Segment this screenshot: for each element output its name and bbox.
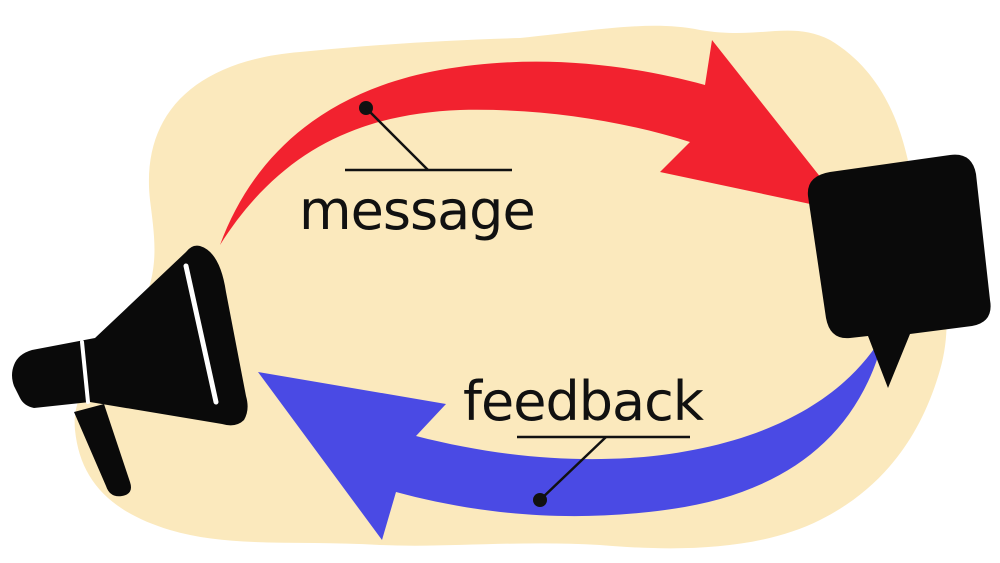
message-arrow [220,40,848,245]
speech-bubble-icon [807,154,991,388]
feedback-label: feedback [463,370,705,433]
megaphone-icon [12,245,248,497]
message-callout: message [299,101,536,242]
message-label: message [299,179,535,242]
feedback-arrow [258,332,885,540]
feedback-callout-dot [533,493,547,507]
feedback-callout-leader [539,436,607,501]
feedback-callout: feedback [463,370,706,507]
message-callout-leader [365,107,429,171]
